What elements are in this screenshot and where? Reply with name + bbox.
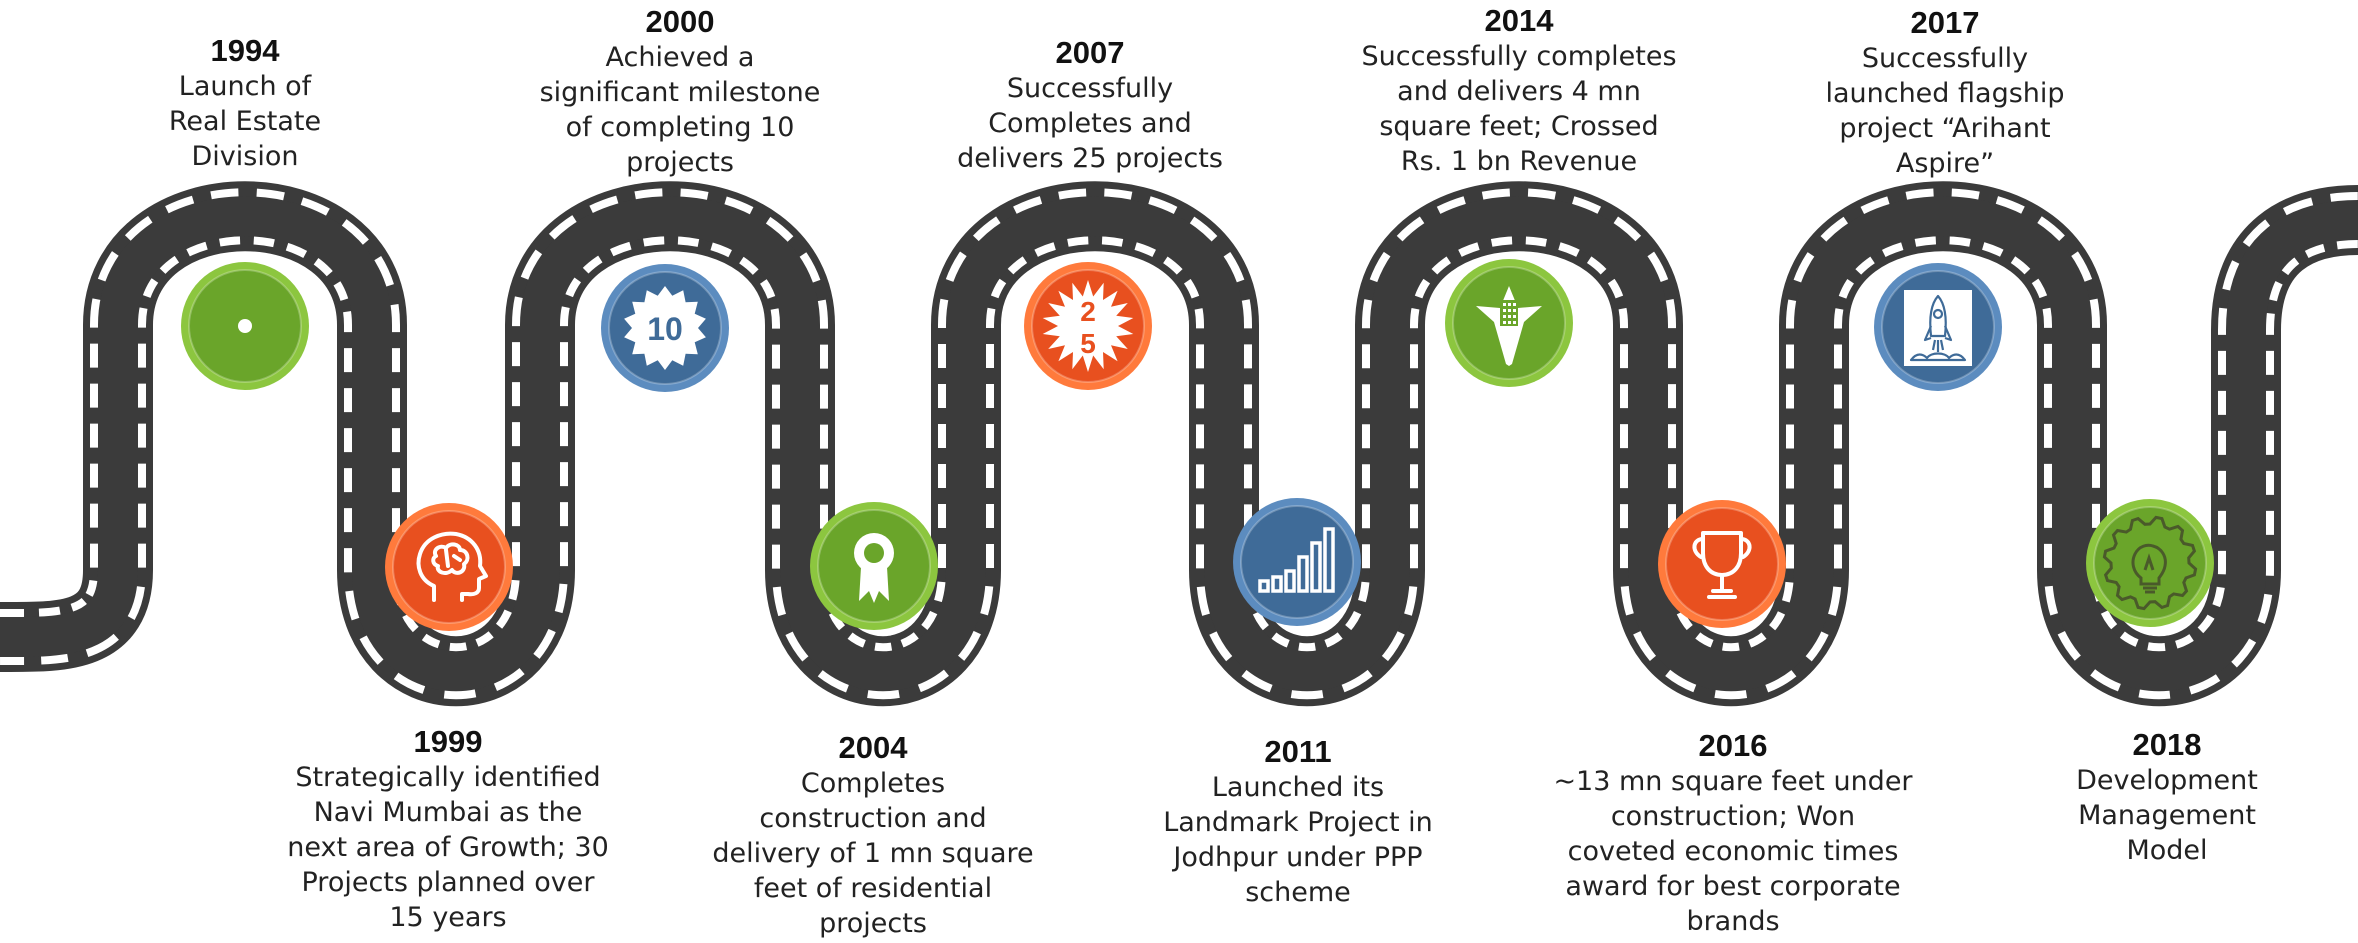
brain-head-icon <box>416 531 488 602</box>
milestone-description: Strategically identified Navi Mumbai as … <box>287 762 609 933</box>
milestone-year: 2011 <box>1264 734 1332 769</box>
milestone-2000-badge: 10 <box>601 264 729 392</box>
milestone-2000: 2000 Achieved a significant milestone of… <box>490 4 870 180</box>
milestone-2016: 2016 ~13 mn square feet under constructi… <box>1543 728 1923 939</box>
milestone-description: Launch of Real Estate Division <box>168 71 322 172</box>
twenty-five-burst-icon: 2 5 <box>1042 280 1134 372</box>
bar-growth-icon <box>1258 527 1335 593</box>
milestone-2007: 2007 Successfully Completes and delivers… <box>900 35 1280 176</box>
svg-text:2: 2 <box>1080 296 1096 327</box>
milestone-year: 2004 <box>838 730 908 765</box>
milestone-description: Achieved a significant milestone of comp… <box>539 42 821 178</box>
target-icon <box>238 319 252 333</box>
milestone-2018: 2018 Development Management Model <box>1977 727 2357 868</box>
milestone-description: ~13 mn square feet under construction; W… <box>1553 766 1913 937</box>
milestone-2004: 2004 Completes construction and delivery… <box>683 730 1063 941</box>
milestone-1999-badge <box>385 503 513 631</box>
milestone-year: 2014 <box>1484 3 1554 38</box>
milestone-2007-badge: 2 5 <box>1024 262 1152 390</box>
milestone-year: 2007 <box>1055 35 1125 70</box>
trophy-icon <box>1692 531 1752 599</box>
milestone-2011-badge <box>1233 498 1361 626</box>
milestone-2018-badge <box>2086 499 2214 627</box>
svg-text:5: 5 <box>1080 328 1096 359</box>
award-ribbon-icon <box>854 533 894 603</box>
gear-bulb-icon <box>2102 515 2198 611</box>
milestone-2011: 2011 Launched its Landmark Project in Jo… <box>1108 734 1488 910</box>
milestone-description: Successfully completes and delivers 4 mn… <box>1361 41 1677 177</box>
road-center <box>0 196 2358 692</box>
milestone-1999: 1999 Strategically identified Navi Mumba… <box>258 724 638 935</box>
milestone-2004-badge <box>810 502 938 630</box>
milestone-year: 2000 <box>645 4 715 39</box>
milestone-2017-badge <box>1874 263 2002 391</box>
svg-text:10: 10 <box>647 311 683 347</box>
milestone-description: Development Management Model <box>2076 765 2258 866</box>
ten-badge-icon: 10 <box>624 286 706 370</box>
milestone-year: 1999 <box>413 724 483 759</box>
rocket-panel <box>1904 290 1972 366</box>
milestone-2017: 2017 Successfully launched flagship proj… <box>1755 5 2135 181</box>
milestone-description: Successfully Completes and delivers 25 p… <box>957 73 1223 174</box>
milestone-year: 2016 <box>1698 728 1768 763</box>
milestone-2014-badge <box>1445 259 1573 387</box>
milestone-1994: 1994 Launch of Real Estate Division <box>55 33 435 174</box>
milestone-year: 2018 <box>2132 727 2202 762</box>
milestone-year: 1994 <box>210 33 280 68</box>
milestone-1994-badge <box>181 262 309 390</box>
rocket-launch-icon <box>1909 294 1967 362</box>
milestone-description: Completes construction and delivery of 1… <box>712 768 1034 939</box>
milestone-year: 2017 <box>1910 5 1980 40</box>
milestone-2016-badge <box>1658 500 1786 628</box>
milestone-description: Launched its Landmark Project in Jodhpur… <box>1163 772 1433 908</box>
milestone-2014: 2014 Successfully completes and delivers… <box>1329 3 1709 179</box>
milestone-description: Successfully launched flagship project “… <box>1825 43 2065 179</box>
building-star-icon <box>1476 286 1542 366</box>
